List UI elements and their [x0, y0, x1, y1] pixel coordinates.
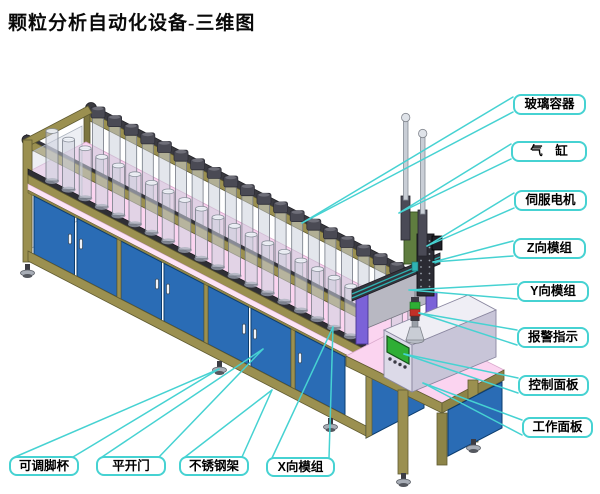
label-alarm-indicator: 报警指示 [517, 327, 589, 348]
control-buttons [388, 357, 407, 369]
air-cylinder-body [417, 209, 428, 257]
label-glass-container: 玻璃容器 [513, 94, 586, 115]
leader-work-panel [422, 382, 523, 436]
leader-stainless-frame [184, 389, 273, 458]
table-side-panel [447, 381, 503, 457]
label-control-panel: 控制面板 [518, 375, 589, 396]
label-swing-door: 平开门 [96, 456, 166, 476]
leader-y-module [408, 283, 518, 300]
leader-glass-container [301, 96, 514, 224]
alarm-tower [405, 290, 425, 344]
alarm-green-light [409, 301, 421, 310]
air-cylinder-rods [401, 112, 428, 215]
callout-leaders [14, 96, 523, 459]
leader-alarm-indicator [418, 312, 518, 346]
label-y-module: Y向模组 [517, 281, 589, 302]
cabinet-mullions [116, 238, 296, 390]
leader-servo-motor [426, 192, 515, 247]
leader-swing-door [101, 348, 264, 458]
label-z-module: Z向模组 [513, 238, 586, 259]
leader-adjustable-foot [14, 368, 220, 458]
control-screen [386, 334, 410, 366]
label-air-cylinder: 气 缸 [511, 141, 587, 162]
leader-control-panel [403, 353, 519, 394]
page-title: 颗粒分析自动化设备-三维图 [8, 13, 256, 34]
label-servo-motor: 伺服电机 [514, 190, 587, 211]
label-work-panel: 工作面板 [522, 417, 593, 438]
gantry [351, 112, 443, 345]
leader-z-module [432, 240, 514, 263]
leader-air-cylinder [398, 143, 512, 214]
label-adjustable-foot: 可调脚杯 [9, 456, 79, 476]
air-cylinder-body [400, 195, 411, 241]
label-stainless-frame: 不锈钢架 [179, 456, 249, 476]
leader-x-module [271, 326, 334, 459]
y-module-post [355, 293, 369, 345]
label-x-module: X向模组 [266, 457, 335, 477]
